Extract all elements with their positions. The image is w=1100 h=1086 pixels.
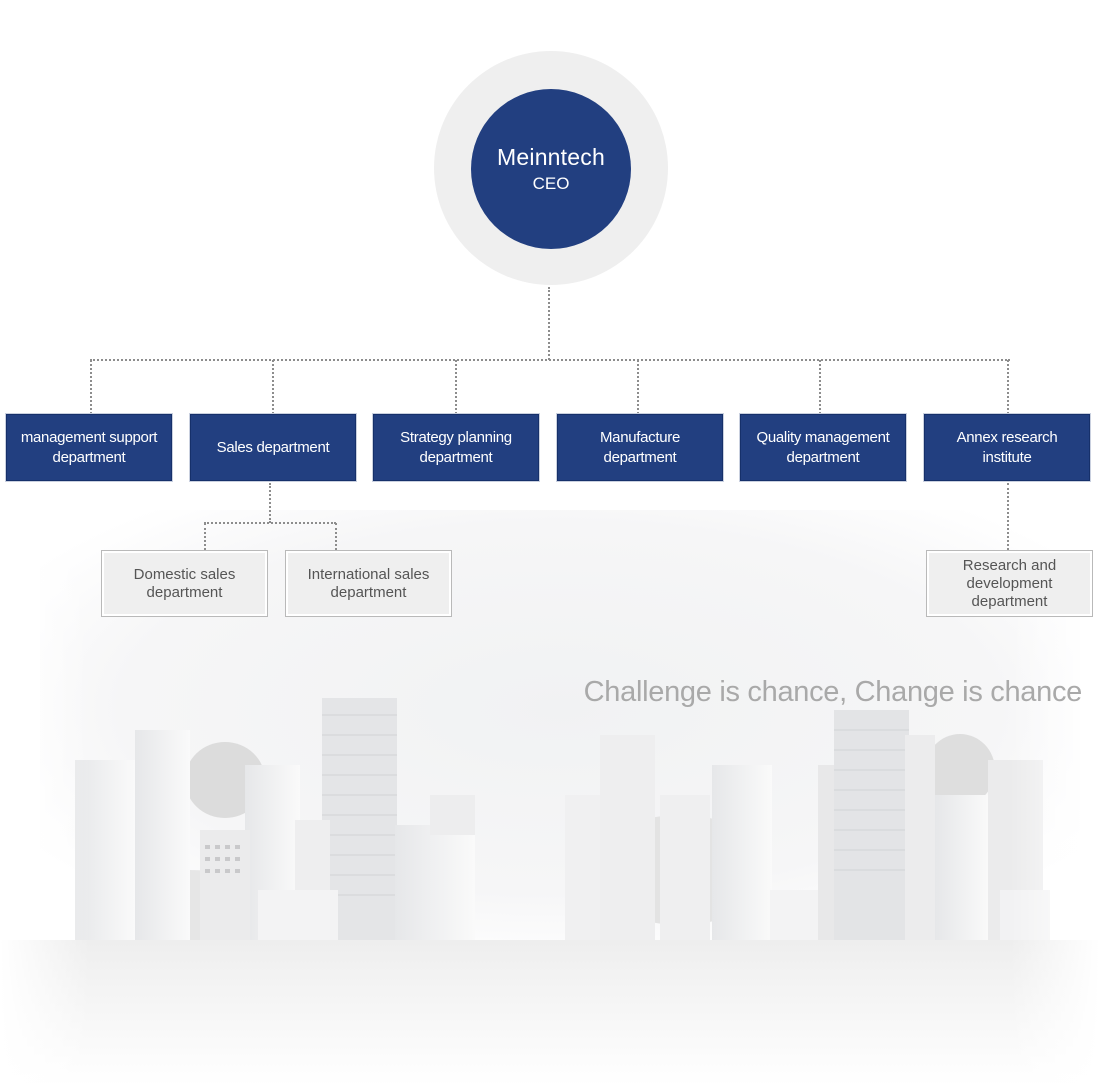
department-annex-research: Annex research institute — [924, 414, 1090, 481]
department-label: Annex research institute — [956, 428, 1058, 466]
connector-sales-bar — [204, 522, 336, 524]
connector-dept-5 — [819, 360, 821, 414]
sub-department-label: Research and development department — [962, 556, 1057, 610]
sub-department-label: Domestic sales department — [133, 565, 236, 601]
department-management-support: management support department — [6, 414, 172, 481]
connector-dept-3 — [455, 360, 457, 414]
ceo-title: CEO — [532, 174, 570, 193]
connector-sales-trunk — [269, 483, 271, 523]
department-label: Sales department — [216, 438, 330, 456]
connector-ceo-trunk — [548, 287, 550, 360]
sub-department-label: International sales department — [307, 565, 430, 601]
connector-domestic-sales — [204, 523, 206, 550]
department-quality-management: Quality management department — [740, 414, 906, 481]
sub-department-domestic-sales: Domestic sales department — [101, 550, 268, 617]
department-strategy-planning: Strategy planning department — [373, 414, 539, 481]
connector-department-bar — [90, 359, 1010, 361]
connector-international-sales — [335, 523, 337, 550]
department-sales: Sales department — [190, 414, 356, 481]
connector-dept-1 — [90, 360, 92, 414]
department-label: Manufacture department — [599, 428, 681, 466]
connector-dept-6 — [1007, 360, 1009, 414]
department-label: management support department — [20, 428, 158, 466]
slogan-text: Challenge is chance, Change is chance — [583, 676, 1083, 708]
company-name: Meinntech — [497, 144, 605, 170]
department-label: Quality management department — [756, 428, 890, 466]
department-manufacture: Manufacture department — [557, 414, 723, 481]
ceo-node: Meinntech CEO — [471, 89, 631, 249]
city-skyline-background — [0, 510, 1100, 1086]
connector-research — [1007, 483, 1009, 550]
connector-dept-2 — [272, 360, 274, 414]
connector-dept-4 — [637, 360, 639, 414]
sub-department-research-development: Research and development department — [926, 550, 1093, 617]
sub-department-international-sales: International sales department — [285, 550, 452, 617]
department-label: Strategy planning department — [400, 428, 512, 466]
